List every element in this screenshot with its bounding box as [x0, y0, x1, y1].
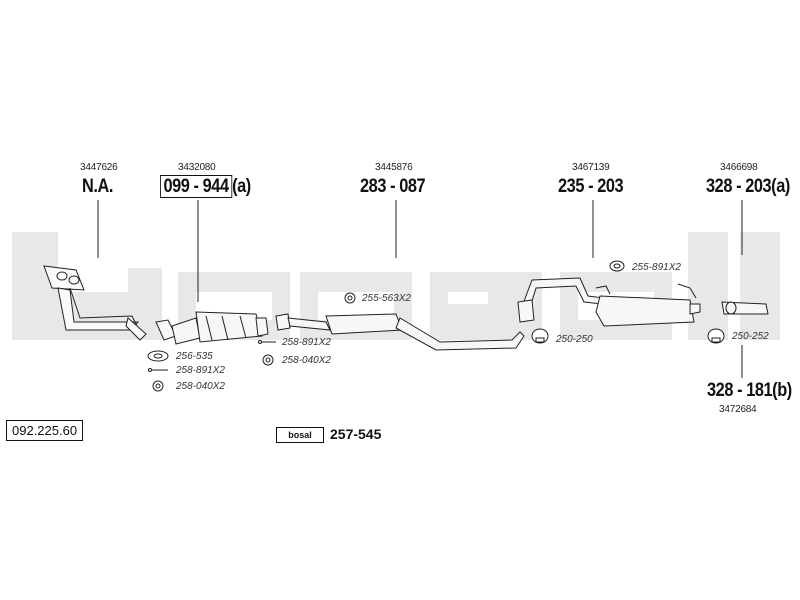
part-ref: 3445876 — [375, 162, 413, 173]
bosal-logo: bosal — [276, 427, 324, 443]
rear-silencer — [517, 277, 701, 327]
rubber-mount-icon — [609, 260, 625, 272]
clamp-icon — [707, 328, 725, 344]
bolt-icon — [148, 368, 168, 372]
accessory-label: 258-891X2 — [282, 337, 331, 348]
accessory-label: 255-891X2 — [632, 262, 681, 273]
part-ref: 3466698 — [720, 162, 758, 173]
part-ref: 3472684 — [719, 404, 757, 415]
part-number[interactable]: 328 - 203(a) — [706, 176, 790, 197]
accessory-icons — [147, 260, 725, 392]
accessory-label: 258-891X2 — [176, 365, 225, 376]
front-pipe — [43, 265, 147, 341]
accessory-label: 250-252 — [732, 331, 769, 342]
part-ref: 3447626 — [80, 162, 118, 173]
rubber-mount-icon — [344, 292, 356, 304]
part-number[interactable]: 328 - 181(b) — [707, 380, 792, 401]
part-number[interactable]: 099 - 944(a) — [160, 175, 251, 198]
intermediate-pipe — [275, 313, 525, 351]
bolt-icon — [258, 340, 276, 344]
accessory-label: 258-040X2 — [176, 381, 225, 392]
accessory-label: 255-563X2 — [362, 293, 411, 304]
gasket-icon — [147, 350, 169, 362]
nut-icon — [152, 380, 164, 392]
mounting-kit-number[interactable]: 257-545 — [330, 426, 382, 442]
part-ref: 3432080 — [178, 162, 216, 173]
part-ref: 3467139 — [572, 162, 610, 173]
accessory-label: 258-040X2 — [282, 355, 331, 366]
accessory-label: 250-250 — [556, 334, 593, 345]
part-number[interactable]: 283 - 087 — [360, 176, 426, 197]
catalytic-converter — [155, 311, 269, 345]
part-number[interactable]: N.A. — [82, 176, 113, 197]
tail-pipe — [721, 301, 769, 315]
clamp-icon — [531, 328, 549, 344]
accessory-label: 256-535 — [176, 351, 213, 362]
leader-lines — [97, 200, 743, 378]
diagram-code: 092.225.60 — [6, 420, 84, 441]
nut-icon — [262, 354, 274, 366]
part-number[interactable]: 235 - 203 — [558, 176, 624, 197]
